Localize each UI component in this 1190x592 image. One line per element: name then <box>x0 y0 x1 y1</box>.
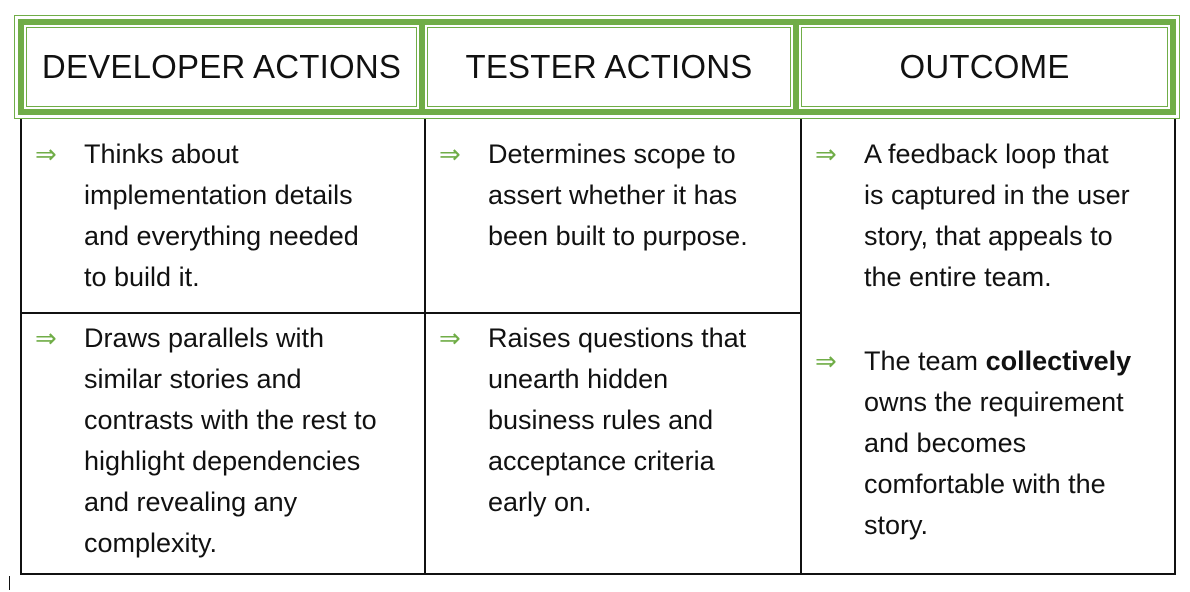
text-line: and everything needed <box>84 221 359 251</box>
text-line: Draws parallels with <box>84 323 325 353</box>
emphasized-word: collectively <box>985 346 1132 376</box>
arrow-icon: ⇒ <box>35 139 57 169</box>
text-line: The team collectively <box>864 346 1132 376</box>
row-divider <box>20 312 802 314</box>
text-line: story, that appeals to <box>864 221 1113 251</box>
text-line: is captured in the user <box>864 180 1130 210</box>
header-cell-developer: DEVELOPER ACTIONS <box>24 25 419 109</box>
text-line: unearth hidden <box>488 364 669 394</box>
table-border-left <box>20 119 22 575</box>
text-cursor <box>9 576 10 590</box>
text-line: assert whether it has <box>488 180 738 210</box>
text-line: Raises questions that <box>488 323 747 353</box>
text-line: A feedback loop that <box>864 139 1109 169</box>
table-header: DEVELOPER ACTIONS TESTER ACTIONS OUTCOME <box>14 15 1180 119</box>
text-line: acceptance criteria <box>488 446 715 476</box>
text-line: Thinks about <box>84 139 239 169</box>
text-line: owns the requirement <box>864 387 1124 417</box>
text-line: story. <box>864 510 929 540</box>
header-outcome: OUTCOME <box>801 27 1168 107</box>
text-line: the entire team. <box>864 262 1052 292</box>
text-line: implementation details <box>84 180 353 210</box>
arrow-icon: ⇒ <box>35 323 57 353</box>
arrow-icon: ⇒ <box>815 139 837 169</box>
text-line: business rules and <box>488 405 714 435</box>
text-line: and becomes <box>864 428 1027 458</box>
column-divider-1 <box>424 119 426 575</box>
table-border-bottom <box>20 573 1176 575</box>
arrow-icon: ⇒ <box>439 139 461 169</box>
text-line: highlight dependencies <box>84 446 361 476</box>
header-band: DEVELOPER ACTIONS TESTER ACTIONS OUTCOME <box>18 19 1176 115</box>
arrow-icon: ⇒ <box>815 346 837 376</box>
text-line: Determines scope to <box>488 139 736 169</box>
text-line: contrasts with the rest to <box>84 405 377 435</box>
header-cell-outcome: OUTCOME <box>799 25 1170 109</box>
text-line: comfortable with the <box>864 469 1106 499</box>
table-border-right <box>1174 119 1176 575</box>
header-developer-actions: DEVELOPER ACTIONS <box>26 27 417 107</box>
header-cell-tester: TESTER ACTIONS <box>425 25 793 109</box>
column-divider-2 <box>800 119 802 575</box>
text-line: early on. <box>488 487 592 517</box>
header-tester-actions: TESTER ACTIONS <box>427 27 791 107</box>
text-line: complexity. <box>84 528 218 558</box>
text-line: similar stories and <box>84 364 302 394</box>
arrow-icon: ⇒ <box>439 323 461 353</box>
text-line: to build it. <box>84 262 200 292</box>
text-line: been built to purpose. <box>488 221 748 251</box>
text-line: and revealing any <box>84 487 298 517</box>
